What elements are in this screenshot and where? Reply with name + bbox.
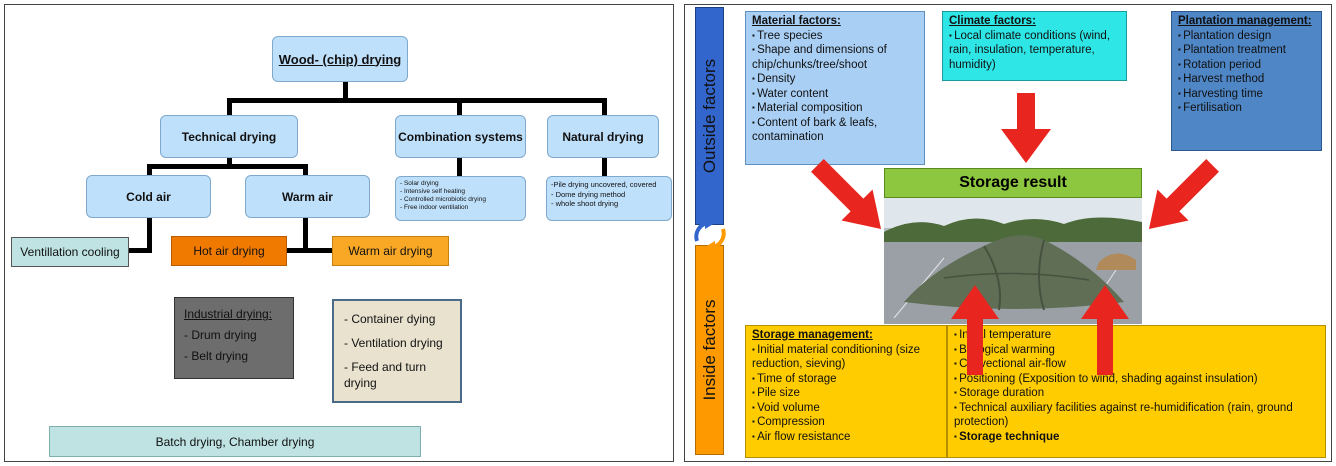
connector xyxy=(129,248,152,253)
warm-air-drying-box: Warm air drying xyxy=(332,236,449,266)
connector xyxy=(602,157,607,177)
ventillation-cooling-label: Ventillation cooling xyxy=(20,245,120,259)
list-item: Harvest method xyxy=(1178,72,1315,87)
list-item: Shape and dimensions of chip/chunks/tree… xyxy=(752,43,918,72)
list-item: Plantation design xyxy=(1178,29,1315,44)
list-item: Compression xyxy=(752,415,940,430)
outside-factors-label: Outside factors xyxy=(699,58,719,174)
material-factors-title: Material factors: xyxy=(752,15,841,27)
combination-list: - Solar drying - Intensive self heating … xyxy=(395,176,526,221)
climate-factors-title: Climate factors: xyxy=(949,15,1036,27)
list-item: Time of storage xyxy=(752,372,940,387)
list-item: Pile size xyxy=(752,386,940,401)
list-item: Content of bark & leafs, contamination xyxy=(752,116,918,145)
arrow-down-icon xyxy=(1001,93,1051,163)
inside-factors-bar: Inside factors xyxy=(695,245,724,455)
list-item: - Container dying xyxy=(344,312,436,326)
connector xyxy=(457,157,462,177)
list-item: Rotation period xyxy=(1178,58,1315,73)
material-factors-box: Material factors: Tree species Shape and… xyxy=(745,11,925,165)
list-item: Water content xyxy=(752,87,918,102)
storage-result-label: Storage result xyxy=(959,174,1067,191)
storage-result-title: Storage result xyxy=(884,168,1142,198)
list-item: Initial material conditioning (size redu… xyxy=(752,343,940,372)
natural-drying-label: Natural drying xyxy=(562,129,644,144)
list-item: - Drum drying xyxy=(184,328,257,342)
combination-systems-node: Combination systems xyxy=(395,115,526,158)
connector xyxy=(227,157,232,169)
connector xyxy=(303,164,308,176)
warm-air-drying-label: Warm air drying xyxy=(348,244,433,258)
natural-list: -Pile drying uncovered, covered - Dome d… xyxy=(546,176,672,221)
connector xyxy=(287,248,335,253)
list-item: Technical auxiliary facilities against r… xyxy=(954,401,1319,430)
connector xyxy=(343,81,348,103)
list-item: - Feed and turn drying xyxy=(344,360,427,390)
connector xyxy=(227,98,232,116)
batch-drying-label: Batch drying, Chamber drying xyxy=(155,434,315,449)
list-item: Positioning (Exposition to wind, shading… xyxy=(954,372,1319,387)
wood-drying-diagram: Wood- (chip) drying Technical drying Com… xyxy=(4,4,674,462)
natural-drying-node: Natural drying xyxy=(547,115,659,158)
list-item: Biological warming xyxy=(954,343,1319,358)
list-item: - Free indoor ventilation xyxy=(400,204,469,211)
list-item: Density xyxy=(752,72,918,87)
list-item: Tree species xyxy=(752,29,918,44)
connector xyxy=(147,164,307,169)
ventillation-cooling-box: Ventillation cooling xyxy=(11,237,129,267)
technical-drying-label: Technical drying xyxy=(181,129,277,144)
list-item: Local climate conditions (wind, rain, in… xyxy=(949,29,1120,73)
list-item: - Solar drying xyxy=(400,180,439,187)
list-item: - Ventilation drying xyxy=(344,336,443,350)
technical-drying-node: Technical drying xyxy=(160,115,298,158)
cold-air-label: Cold air xyxy=(126,189,171,204)
list-item: - Controlled microbiotic drying xyxy=(400,196,486,203)
list-item: - whole shoot drying xyxy=(551,199,619,208)
plantation-management-box: Plantation management: Plantation design… xyxy=(1171,11,1322,151)
connector xyxy=(457,98,462,116)
batch-drying-box: Batch drying, Chamber drying xyxy=(49,426,421,457)
connector xyxy=(303,217,308,253)
list-item: Harvesting time xyxy=(1178,87,1315,102)
warm-air-label: Warm air xyxy=(282,189,333,204)
plantation-management-title: Plantation management: xyxy=(1178,15,1312,27)
combination-systems-label: Combination systems xyxy=(398,129,523,144)
list-item: - Intensive self heating xyxy=(400,188,466,195)
list-item: Plantation treatment xyxy=(1178,43,1315,58)
list-item: - Dome drying method xyxy=(551,189,626,199)
list-item: Material composition xyxy=(752,101,918,116)
list-item: -Pile drying uncovered, covered xyxy=(551,180,657,189)
list-item: Fertilisation xyxy=(1178,101,1315,116)
warm-air-node: Warm air xyxy=(245,175,370,218)
list-item: - Belt drying xyxy=(184,349,249,363)
climate-factors-box: Climate factors: Local climate condition… xyxy=(942,11,1127,81)
connector xyxy=(227,98,606,103)
industrial-drying-title: Industrial drying: xyxy=(184,307,273,321)
list-item: Storage technique xyxy=(954,430,1319,445)
storage-factors-diagram: Outside factors Inside factors Material … xyxy=(684,4,1332,462)
hot-air-drying-label: Hot air drying xyxy=(193,244,265,258)
industrial-drying-box: Industrial drying: - Drum drying - Belt … xyxy=(174,297,294,379)
list-item: Convectional air-flow xyxy=(954,357,1319,372)
hot-air-drying-box: Hot air drying xyxy=(171,236,287,266)
cold-air-node: Cold air xyxy=(86,175,211,218)
list-item: Air flow resistance xyxy=(752,430,940,445)
container-drying-box: - Container dying - Ventilation drying -… xyxy=(332,299,462,403)
connector xyxy=(147,217,152,253)
storage-factors-box: Initial temperature Biological warming C… xyxy=(947,325,1326,458)
connector xyxy=(602,98,607,116)
covered-chip-pile-photo xyxy=(884,198,1142,324)
storage-management-title: Storage management: xyxy=(752,329,873,341)
storage-management-box: Storage management: Initial material con… xyxy=(745,325,947,458)
root-node: Wood- (chip) drying xyxy=(272,36,408,82)
root-label: Wood- (chip) drying xyxy=(278,51,402,67)
inside-factors-label: Inside factors xyxy=(699,299,719,401)
list-item: Initial temperature xyxy=(954,328,1319,343)
list-item: Storage duration xyxy=(954,386,1319,401)
exchange-arrows-icon xyxy=(694,217,726,253)
arrow-diagonal-icon xyxy=(1148,159,1219,230)
outside-factors-bar: Outside factors xyxy=(695,7,724,225)
list-item: Void volume xyxy=(752,401,940,416)
connector xyxy=(147,164,152,176)
